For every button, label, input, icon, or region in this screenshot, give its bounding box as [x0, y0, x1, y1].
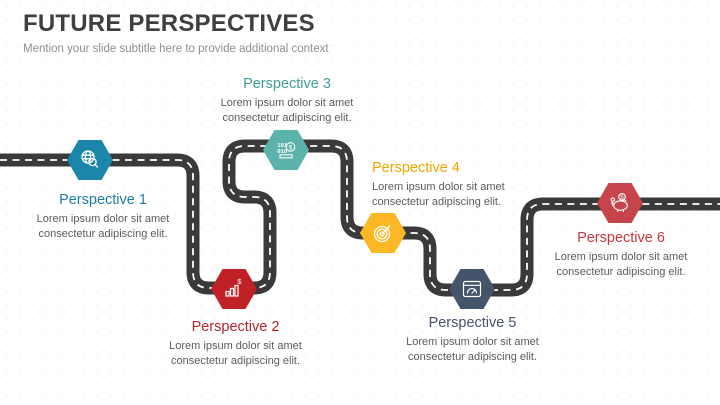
perspective-1-block: Perspective 1 Lorem ipsum dolor sit amet… — [10, 192, 196, 242]
perspective-5-description: Lorem ipsum dolor sit amet consectetur a… — [406, 336, 539, 364]
dashboard-gauge-icon — [462, 280, 482, 298]
perspective-3-description: Lorem ipsum dolor sit amet consectetur a… — [220, 97, 354, 125]
slide-header: FUTURE PERSPECTIVES Mention your slide s… — [23, 10, 329, 55]
svg-text:101: 101 — [277, 143, 288, 149]
milestone-hexagon-5 — [449, 269, 495, 309]
hexagon-shape — [263, 130, 309, 170]
milestone-hexagon-1 — [67, 140, 113, 180]
svg-text:$: $ — [237, 277, 242, 286]
globe-search-icon — [81, 150, 99, 168]
milestone-hexagon-3: 101 010 $ — [263, 130, 309, 170]
milestone-hexagon-2: $ — [211, 269, 257, 309]
svg-text:$: $ — [289, 144, 293, 151]
growth-chart-dollar-icon: $ — [225, 277, 242, 297]
slide-subtitle: Mention your slide subtitle here to prov… — [23, 43, 329, 55]
perspective-6-block: Perspective 6 Lorem ipsum dolor sit amet… — [532, 230, 710, 280]
binary-data-money-icon: 101 010 $ — [277, 142, 296, 159]
perspective-5-block: Perspective 5 Lorem ipsum dolor sit amet… — [385, 315, 560, 365]
hexagon-shape — [597, 183, 643, 223]
target-arrow-icon — [373, 224, 391, 243]
perspective-4-block: Perspective 4 Lorem ipsum dolor sit amet… — [372, 160, 532, 210]
milestone-hexagon-4 — [360, 213, 406, 253]
svg-text:010: 010 — [277, 149, 288, 155]
perspective-6-title: Perspective 6 — [577, 230, 665, 246]
milestone-hexagon-6: $ — [597, 183, 643, 223]
perspective-3-title: Perspective 3 — [243, 76, 331, 92]
perspective-1-description: Lorem ipsum dolor sit amet consectetur a… — [36, 213, 170, 241]
perspective-5-title: Perspective 5 — [428, 315, 517, 331]
perspective-3-block: Perspective 3 Lorem ipsum dolor sit amet… — [198, 76, 376, 126]
perspective-2-title: Perspective 2 — [191, 319, 280, 335]
perspective-2-description: Lorem ipsum dolor sit amet consectetur a… — [169, 340, 302, 368]
perspective-4-description: Lorem ipsum dolor sit amet consectetur a… — [372, 181, 505, 209]
perspective-6-description: Lorem ipsum dolor sit amet consectetur a… — [554, 251, 688, 279]
perspective-4-title: Perspective 4 — [372, 160, 460, 176]
page-title: FUTURE PERSPECTIVES — [23, 10, 315, 37]
svg-text:$: $ — [620, 195, 624, 201]
perspective-2-block: Perspective 2 Lorem ipsum dolor sit amet… — [148, 319, 323, 369]
piggy-bank-savings-icon: $ — [610, 192, 628, 213]
perspective-1-title: Perspective 1 — [59, 192, 147, 208]
